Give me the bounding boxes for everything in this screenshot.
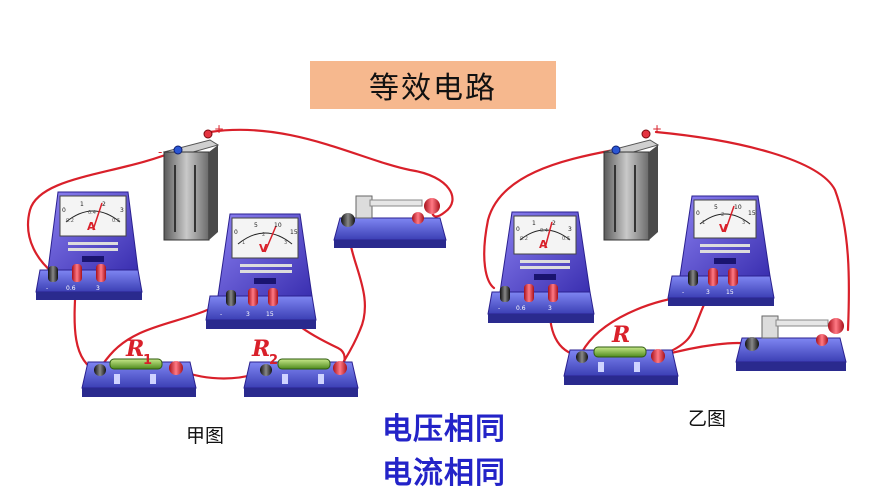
voltmeter-center-inner-2: 2 <box>262 232 265 238</box>
voltmeter-right-symbol: V <box>719 222 728 235</box>
r-label: R <box>611 322 630 348</box>
conclusion-current: 电流相同 <box>382 456 506 491</box>
ammeter-left-inner-1: 0.2 <box>66 218 74 224</box>
voltmeter-right-scale-5: 5 <box>714 204 718 211</box>
ammeter-right-scale-3: 3 <box>568 226 572 233</box>
voltmeter-right-scale-0: 0 <box>696 210 700 217</box>
voltmeter-right-term-15: 15 <box>726 289 734 296</box>
voltmeter-right-inner-3: 3 <box>742 220 745 226</box>
ammeter-right <box>487 211 595 323</box>
voltmeter-right <box>667 195 775 306</box>
voltmeter-center-term-15: 15 <box>266 311 274 318</box>
ammeter-right-inner-2: 0.4 <box>540 228 548 234</box>
battery-left-plus: + <box>214 122 224 136</box>
r2-label-sub: 2 <box>269 353 278 368</box>
voltmeter-right-inner-1: 1 <box>702 220 705 226</box>
ammeter-right-inner-3: 0.6 <box>562 236 570 242</box>
battery-left <box>162 129 220 241</box>
voltmeter-center-scale-5: 5 <box>254 222 258 229</box>
ammeter-right-scale-0: 0 <box>516 226 520 233</box>
ammeter-left-term-3: 3 <box>96 285 100 292</box>
resistor-r <box>563 346 679 385</box>
switch-right <box>735 315 847 371</box>
voltmeter-right-term-neg: - <box>682 289 684 296</box>
switch-left <box>333 195 447 248</box>
battery-right <box>602 129 660 241</box>
ammeter-left-scale-2: 2 <box>102 201 106 208</box>
voltmeter-center-term-neg: - <box>220 311 222 318</box>
voltmeter-right-scale-15: 15 <box>748 210 756 217</box>
ammeter-right-term-3: 3 <box>548 305 552 312</box>
voltmeter-center <box>205 213 317 329</box>
battery-left-minus: - <box>158 145 162 159</box>
ammeter-right-scale-2: 2 <box>552 220 556 227</box>
voltmeter-center-symbol: V <box>259 242 268 255</box>
r1-label-sub: 1 <box>143 353 152 368</box>
voltmeter-center-scale-0: 0 <box>234 229 238 236</box>
ammeter-right-inner-1: 0.2 <box>520 236 528 242</box>
ammeter-left <box>35 191 143 300</box>
ammeter-left-term-neg: - <box>46 285 48 292</box>
caption-right: 乙图 <box>688 408 727 430</box>
voltmeter-center-scale-15: 15 <box>290 229 298 236</box>
voltmeter-center-term-3: 3 <box>246 311 250 318</box>
ammeter-left-inner-3: 0.6 <box>112 218 120 224</box>
battery-right-plus: + <box>652 122 662 136</box>
ammeter-left-scale-3: 3 <box>120 207 124 214</box>
resistor-r1 <box>81 358 197 397</box>
ammeter-left-symbol: A <box>87 220 96 233</box>
ammeter-right-scale-1: 1 <box>532 220 536 227</box>
ammeter-left-inner-2: 0.4 <box>88 210 96 216</box>
r1-label-letter: R <box>125 336 144 362</box>
ammeter-right-term-neg: - <box>498 305 500 312</box>
ammeter-right-term-06: 0.6 <box>516 305 526 312</box>
voltmeter-right-scale-10: 10 <box>734 204 742 211</box>
ammeter-left-scale-1: 1 <box>80 201 84 208</box>
page-title: 等效电路 <box>310 61 556 109</box>
battery-right-minus: - <box>598 145 602 159</box>
voltmeter-center-inner-1: 1 <box>242 240 245 246</box>
resistor-r2 <box>243 358 359 397</box>
conclusion-voltage: 电压相同 <box>382 412 506 447</box>
voltmeter-right-inner-2: 2 <box>721 212 724 218</box>
voltmeter-center-scale-10: 10 <box>274 222 282 229</box>
voltmeter-right-term-3: 3 <box>706 289 710 296</box>
ammeter-right-symbol: A <box>539 238 548 251</box>
caption-left: 甲图 <box>186 425 225 447</box>
voltmeter-center-inner-3: 3 <box>284 240 287 246</box>
ammeter-left-scale-0: 0 <box>62 207 66 214</box>
ammeter-left-term-06: 0.6 <box>66 285 76 292</box>
r2-label-letter: R <box>251 336 270 362</box>
